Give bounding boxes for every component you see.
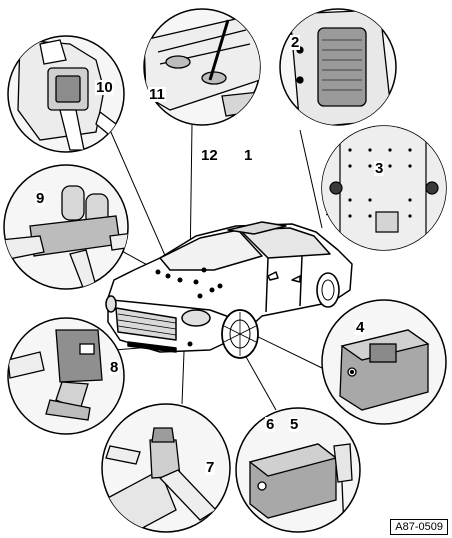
callout-3: 3 [374, 160, 385, 177]
callout-9: 9 [35, 190, 46, 207]
callout-10: 10 [95, 79, 114, 96]
callout-5: 5 [289, 416, 300, 433]
figure-reference: A87-0509 [390, 519, 448, 535]
location-dots [155, 267, 223, 347]
detail-circle-8 [7, 317, 125, 435]
detail-circle-10 [7, 35, 125, 153]
callout-11: 11 [148, 86, 166, 103]
detail-circle-9 [3, 164, 129, 290]
callout-7: 7 [205, 459, 216, 476]
callout-2: 2 [290, 34, 301, 51]
car-illustration [105, 221, 353, 359]
callout-1: 1 [243, 147, 254, 164]
detail-circle-11 [143, 8, 261, 126]
callout-8: 8 [109, 359, 120, 376]
detail-circle-6-5 [235, 407, 361, 533]
callout-12: 12 [200, 147, 219, 164]
detail-circle-3 [321, 125, 447, 251]
detail-circle-4 [321, 299, 447, 425]
callout-6: 6 [265, 416, 276, 433]
detail-circle-2 [279, 8, 397, 126]
callout-4: 4 [355, 319, 366, 336]
